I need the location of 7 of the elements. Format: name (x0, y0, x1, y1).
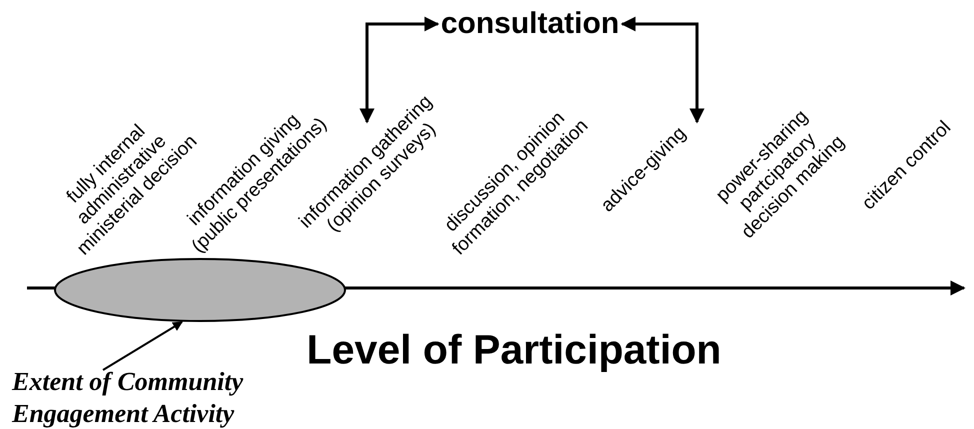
connector-arrow (620, 16, 704, 124)
leader-line (102, 321, 183, 371)
connector-arrow (360, 16, 440, 124)
heading-text: consultation (440, 7, 620, 41)
extent-ellipse (54, 258, 346, 322)
axis-title: Level of Participation (306, 326, 722, 374)
caption-text: Extent of Community Engagement Activity (12, 366, 272, 429)
